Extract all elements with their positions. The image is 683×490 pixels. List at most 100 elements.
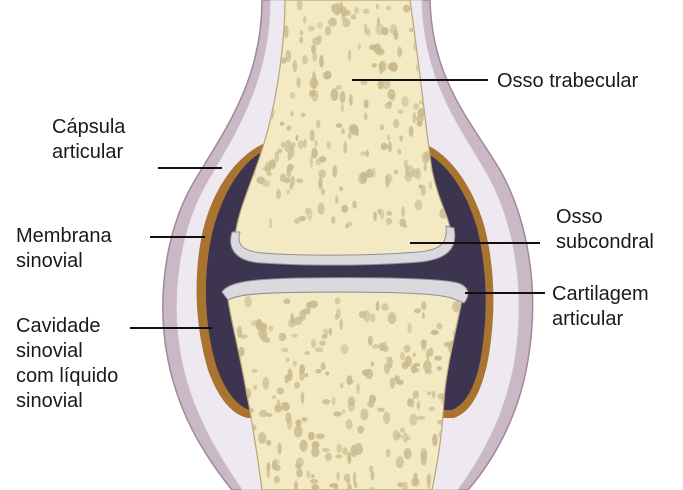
trabecular-pore	[318, 203, 325, 215]
trabecular-pore	[301, 113, 306, 118]
trabecular-pore	[452, 301, 461, 312]
trabecular-pore	[436, 323, 442, 330]
trabecular-pore	[364, 100, 369, 109]
trabecular-pore	[365, 369, 373, 379]
trabecular-pore	[385, 175, 389, 188]
label-membrana-sinovial: Membrana sinovial	[16, 224, 112, 274]
trabecular-pore	[303, 16, 306, 23]
trabecular-pore	[422, 312, 425, 319]
trabecular-pore	[400, 352, 405, 361]
trabecular-pore	[381, 303, 388, 311]
trabecular-pore	[336, 308, 341, 317]
trabecular-pore	[315, 369, 321, 374]
trabecular-pore	[318, 178, 323, 190]
trabecular-pore	[405, 356, 412, 367]
trabecular-pore	[352, 201, 356, 209]
label-capsula-articular: Cápsula articular	[52, 115, 125, 165]
trabecular-pore	[329, 327, 332, 335]
trabecular-pore	[347, 452, 351, 464]
trabecular-pore	[386, 449, 391, 458]
trabecular-pore	[409, 126, 414, 137]
trabecular-pore	[330, 88, 338, 101]
trabecular-pore	[258, 432, 266, 444]
trabecular-pore	[299, 37, 303, 44]
trabecular-pore	[290, 92, 296, 99]
trabecular-pore	[340, 319, 343, 330]
trabecular-pore	[432, 6, 440, 19]
trabecular-pore	[373, 212, 377, 222]
trabecular-pore	[437, 366, 442, 371]
trabecular-pore	[376, 301, 380, 311]
trabecular-pore	[336, 471, 339, 481]
trabecular-pore	[369, 44, 378, 50]
label-line: sinovial	[16, 389, 118, 414]
trabecular-pore	[364, 23, 367, 34]
trabecular-pore	[413, 103, 419, 109]
trabecular-pore	[341, 128, 345, 134]
trabecular-pore	[262, 377, 269, 390]
trabecular-pore	[357, 426, 364, 434]
label-osso-trabecular: Osso trabecular	[497, 69, 638, 94]
trabecular-pore	[436, 23, 441, 28]
trabecular-pore	[394, 375, 399, 382]
trabecular-pore	[297, 0, 303, 10]
trabecular-pore	[308, 432, 315, 441]
trabecular-pore	[302, 55, 308, 64]
trabecular-pore	[393, 119, 399, 128]
trabecular-pore	[293, 60, 298, 72]
trabecular-pore	[366, 150, 370, 157]
label-line: sinovial	[16, 249, 112, 274]
trabecular-pore	[386, 6, 390, 11]
trabecular-pore	[360, 151, 366, 156]
trabecular-pore	[360, 409, 368, 421]
trabecular-pore	[391, 94, 395, 101]
trabecular-pore	[414, 368, 420, 372]
trabecular-pore	[388, 62, 397, 70]
label-line: articular	[52, 140, 125, 165]
label-line: com líquido	[16, 364, 118, 389]
trabecular-pore	[429, 181, 432, 189]
trabecular-pore	[379, 61, 387, 72]
trabecular-pore	[251, 320, 259, 326]
trabecular-pore	[341, 344, 349, 354]
trabecular-pore	[277, 443, 281, 455]
trabecular-pore	[407, 398, 412, 407]
trabecular-pore	[242, 53, 250, 57]
trabecular-pore	[348, 402, 355, 412]
trabecular-pore	[273, 459, 280, 464]
trabecular-pore	[380, 124, 384, 130]
trabecular-pore	[413, 353, 417, 357]
trabecular-pore	[426, 349, 430, 361]
label-line: subcondral	[556, 230, 654, 255]
trabecular-pore	[432, 390, 435, 398]
trabecular-pore	[295, 135, 298, 141]
trabecular-pore	[335, 454, 343, 458]
trabecular-pore	[278, 149, 283, 154]
trabecular-pore	[332, 165, 337, 177]
trabecular-pore	[372, 344, 380, 349]
trabecular-pore	[388, 141, 392, 152]
trabecular-pore	[323, 329, 329, 335]
trabecular-pore	[328, 18, 337, 27]
trabecular-pore	[399, 135, 403, 141]
trabecular-pore	[282, 402, 290, 411]
trabecular-pore	[376, 4, 379, 10]
trabecular-pore	[348, 49, 352, 61]
trabecular-pore	[238, 70, 243, 81]
trabecular-pore	[296, 457, 304, 467]
trabecular-pore	[377, 408, 385, 413]
trabecular-pore	[427, 391, 431, 395]
trabecular-pore	[310, 130, 315, 142]
trabecular-pore	[305, 373, 309, 377]
trabecular-pore	[251, 369, 257, 373]
label-line: Cápsula	[52, 115, 125, 140]
trabecular-pore	[388, 312, 397, 324]
trabecular-pore	[316, 158, 322, 165]
trabecular-pore	[409, 28, 414, 33]
trabecular-pore	[376, 48, 385, 55]
trabecular-pore	[346, 375, 352, 385]
trabecular-pore	[294, 218, 300, 224]
trabecular-pore	[242, 9, 251, 15]
trabecular-pore	[274, 476, 280, 484]
trabecular-pore	[307, 208, 312, 220]
